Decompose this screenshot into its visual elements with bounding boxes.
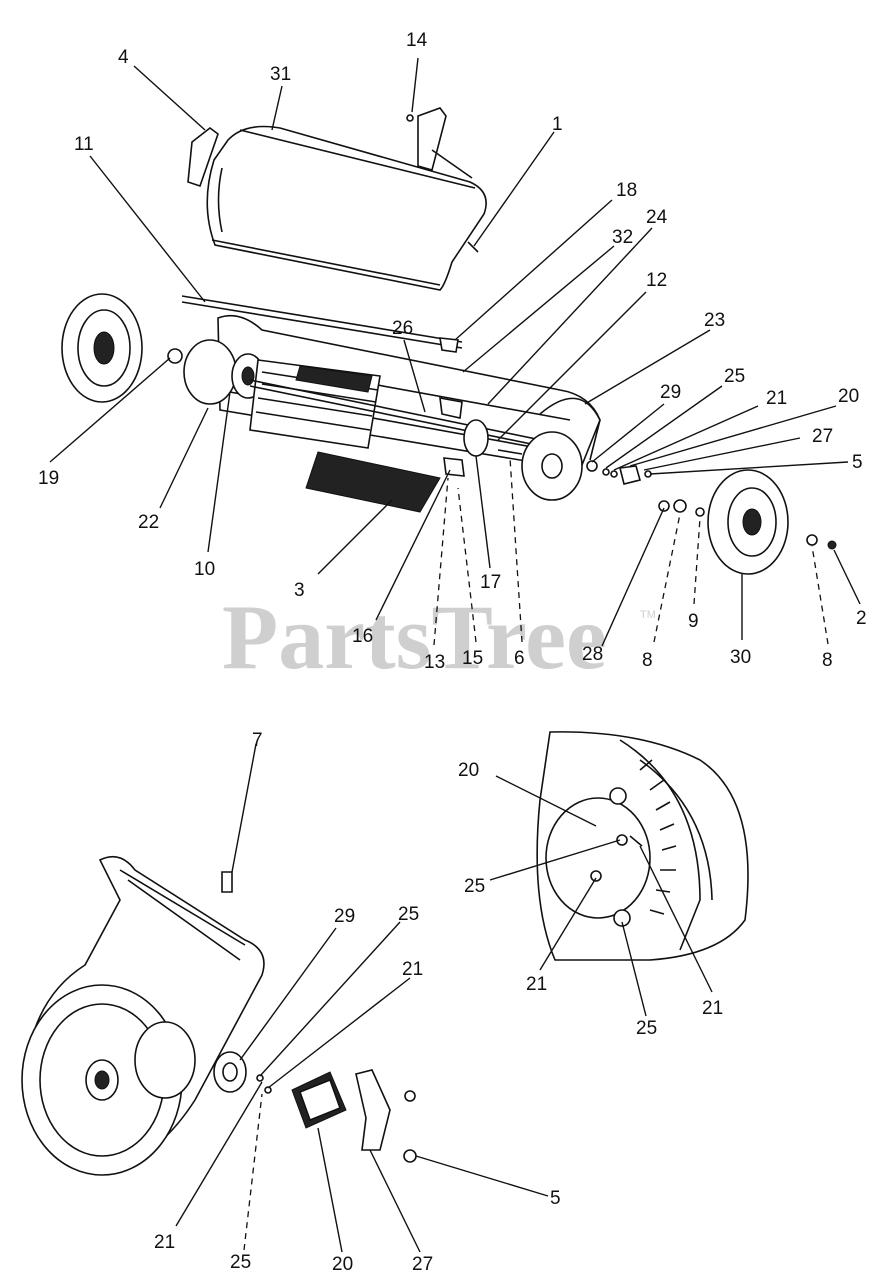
callout-10: 10 [194,559,215,580]
callout-28: 28 [582,644,603,665]
callout-12: 12 [646,270,667,291]
callout-14: 14 [406,30,428,51]
callout-19: 19 [38,468,59,489]
callout-9: 9 [688,611,699,632]
callout-29: 29 [660,382,681,403]
watermark-text: PartsTree [222,586,607,688]
callout-27: 27 [812,426,833,447]
callout-3: 3 [294,580,305,601]
callout-25: 25 [230,1252,251,1273]
callout-6: 6 [514,648,525,669]
callout-16: 16 [352,626,373,647]
callout-25: 25 [398,904,419,925]
watermark-trademark: TM [640,609,656,621]
callout-13: 13 [424,652,445,673]
callout-5: 5 [852,452,863,473]
watermark: PartsTree TM [222,586,656,688]
callout-8: 8 [642,650,653,671]
left-wheel [61,293,143,403]
callout-30: 30 [730,647,751,668]
callout-8: 8 [822,650,833,671]
hood-part [206,125,487,291]
callout-29: 29 [334,906,355,927]
callout-32: 32 [612,227,633,248]
callout-27: 27 [412,1254,433,1275]
callout-20: 20 [838,386,859,407]
callout-5: 5 [550,1188,561,1209]
callout-23: 23 [704,310,725,331]
callout-26: 26 [392,318,413,339]
callout-21: 21 [154,1232,175,1253]
callout-7: 7 [252,730,263,751]
callout-4: 4 [118,47,129,68]
callout-20: 20 [458,760,479,781]
gear-detail-illustration [21,855,417,1176]
callout-21: 21 [702,998,723,1019]
callout-11: 11 [74,134,94,155]
callout-25: 25 [724,366,745,387]
sweeper-assembly-illustration [61,107,837,575]
callout-22: 22 [138,512,159,533]
callout-15: 15 [462,648,483,669]
callout-20: 20 [332,1254,353,1275]
brush-part [249,359,381,449]
hub-detail-illustration [536,731,749,961]
callout-21: 21 [402,959,423,980]
callout-labels: 4 31 14 11 1 18 32 24 12 26 23 29 25 21 … [38,30,867,1275]
side-cap-right [417,107,447,171]
callout-21: 21 [766,388,787,409]
rod-part [181,295,463,343]
callout-31: 31 [270,64,291,85]
side-cap-left [187,126,219,188]
callout-25: 25 [464,876,485,897]
callout-1: 1 [552,114,563,135]
callout-24: 24 [646,207,668,228]
callout-18: 18 [616,180,637,201]
right-wheel [707,469,789,575]
callout-2: 2 [856,608,867,629]
callout-25: 25 [636,1018,657,1039]
brush-strip-part [305,451,441,513]
callout-17: 17 [480,572,501,593]
callout-21: 21 [526,974,547,995]
leader-lines [49,57,861,1253]
